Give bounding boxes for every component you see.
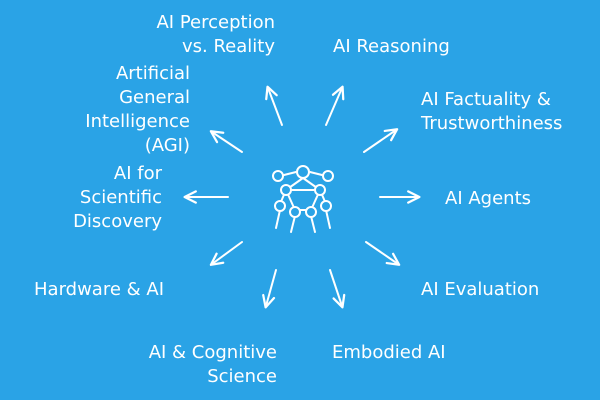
topic-scientific-line-3: Discovery [73, 211, 162, 232]
topic-hardware: Hardware & AI [34, 278, 164, 302]
topic-scientific-line-1: AI for [113, 163, 162, 184]
topic-perception-line-1: AI Perception [156, 12, 275, 33]
arrow-to-perception [265, 85, 283, 126]
topic-factuality-line-2: Trustworthiness [421, 113, 563, 134]
arrow-to-embodied [329, 269, 346, 309]
topic-cognitive-line-2: Science [207, 366, 277, 387]
topic-factuality-line-1: AI Factuality & [421, 89, 551, 110]
topic-agents-line-1: AI Agents [445, 188, 532, 209]
topic-evaluation-line-1: AI Evaluation [421, 279, 540, 300]
topic-embodied-line-1: Embodied AI [332, 342, 446, 363]
topic-reasoning-line-1: AI Reasoning [333, 36, 450, 57]
topic-evaluation: AI Evaluation [421, 278, 539, 302]
network-atom-icon [272, 165, 334, 233]
arrow-to-factuality [363, 128, 399, 153]
topic-agi-line-2: General [119, 87, 190, 108]
topic-agi: Artificial General Intelligence (AGI) [85, 62, 190, 158]
arrow-to-agi [209, 130, 243, 153]
topic-embodied: Embodied AI [332, 341, 446, 365]
arrow-to-evaluation [365, 241, 401, 266]
topic-factuality: AI Factuality & Trustworthiness [421, 88, 562, 136]
topic-perception-line-2: vs. Reality [182, 36, 275, 57]
topic-cognitive-line-1: AI & Cognitive [148, 342, 277, 363]
topic-agi-line-4: (AGI) [144, 135, 190, 156]
topic-perception: AI Perception vs. Reality [156, 11, 275, 59]
arrow-to-cognitive [262, 269, 277, 309]
topic-agents: AI Agents [445, 187, 531, 211]
topic-scientific-line-2: Scientific [79, 187, 162, 208]
topic-reasoning: AI Reasoning [333, 35, 450, 59]
topic-hardware-line-1: Hardware & AI [34, 279, 165, 300]
topic-scientific: AI for Scientific Discovery [73, 162, 162, 234]
topic-agi-line-3: Intelligence [85, 111, 190, 132]
topic-cognitive: AI & Cognitive Science [149, 341, 277, 389]
topic-agi-line-1: Artificial [115, 63, 190, 84]
arrow-to-hardware [209, 241, 243, 266]
arrow-to-reasoning [325, 85, 345, 126]
